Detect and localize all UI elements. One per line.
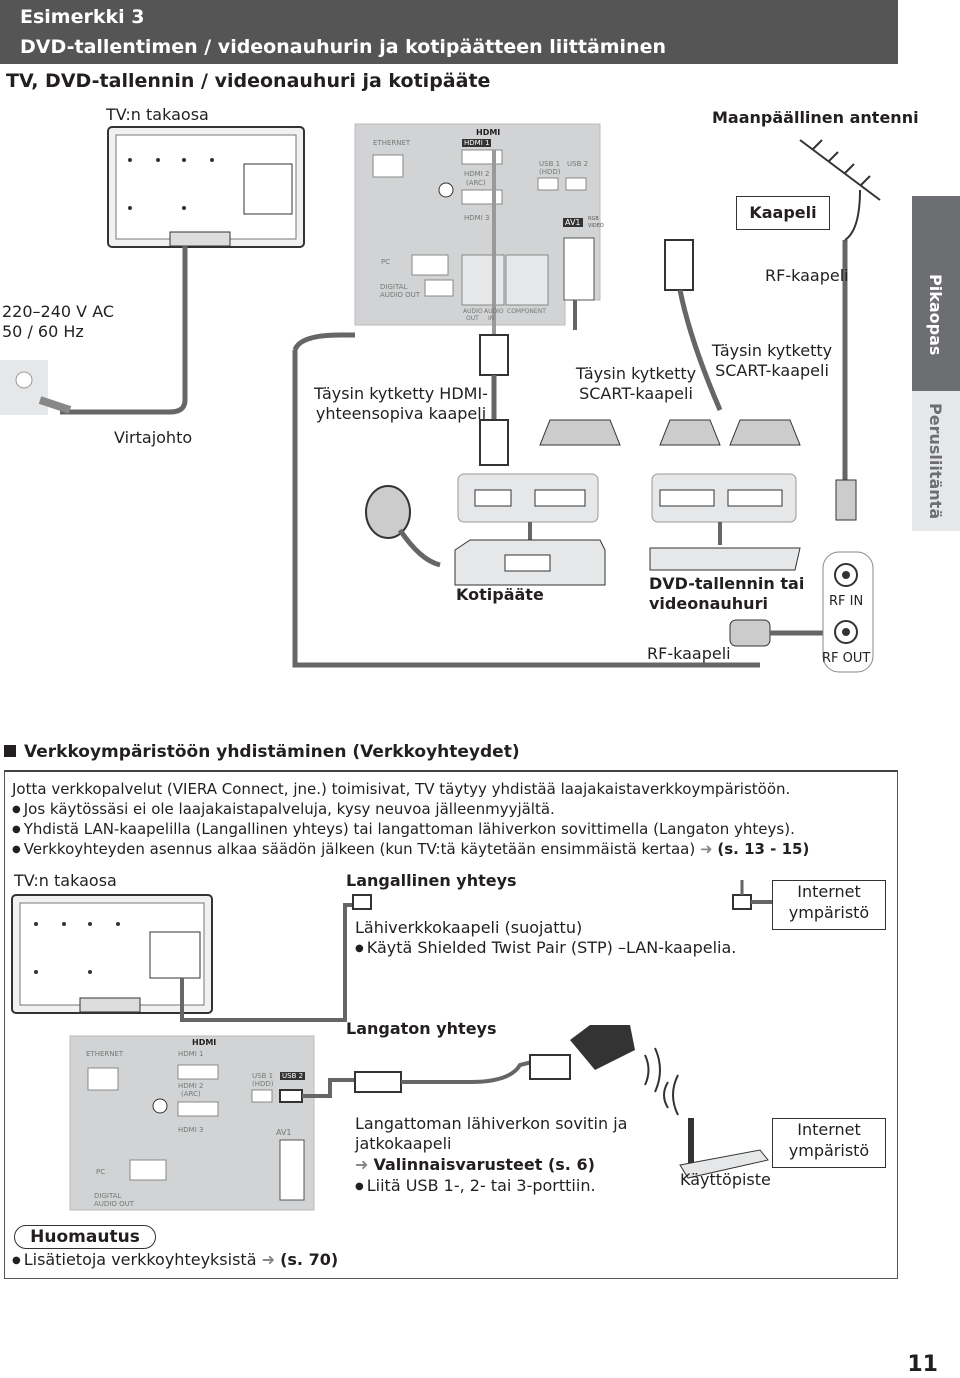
network-bullet-1: Jos käytössäsi ei ole laajakaistapalvelu… [12,799,555,820]
panel-audio-in-1: AUDIO [484,308,504,315]
internet-wireless-line1: Internet [797,1120,861,1139]
network-section-box [4,770,898,1279]
net-panel-hdd: (HDD) [252,1080,274,1088]
panel-hdmi3: HDMI 3 [464,214,490,222]
panel-hdmi-logo: HDMI [476,128,501,137]
tab-perusliitanta-label: Perusliitäntä [926,403,945,520]
network-bullet-3-row: Verkkoyhteyden asennus alkaa säädön jälk… [12,839,809,860]
panel-hdd: (HDD) [539,168,561,176]
rf-out-label: RF OUT [822,651,871,666]
net-panel-hdmi2: HDMI 2 [178,1082,204,1090]
scart-cable-a-label-1: Täysin kytketty [575,364,697,383]
net-panel-digital-2: AUDIO OUT [94,1200,135,1208]
adapter-label-1: Langattoman lähiverkon sovitin ja [355,1114,628,1133]
note-row: Lisätietoja verkkoyhteyksistä ➜ (s. 70) [12,1250,338,1271]
panel-usb2: USB 2 [567,160,589,168]
page-subtitle: TV, DVD-tallennin / videonauhuri ja koti… [6,70,491,92]
section-square-icon [4,745,16,757]
network-section-title: Verkkoympäristöön yhdistäminen (Verkkoyh… [4,742,520,762]
scart-cable-b-label-2: SCART-kaapeli [715,361,829,380]
rf-in-label: RF IN [829,594,864,609]
internet-box-wireless: Internet ympäristö [772,1118,886,1168]
optional-row: ➜ Valinnaisvarusteet (s. 6) [355,1155,595,1175]
scart-cable-a-label-2: SCART-kaapeli [579,384,693,403]
dvd-recorder-label-2: videonauhuri [649,594,768,613]
wireless-title: Langaton yhteys [346,1019,497,1038]
net-panel-ethernet: ETHERNET [86,1050,124,1058]
antenna-illustration [799,139,881,241]
header-example: Esimerkki 3 [20,6,145,28]
net-panel-usb2: USB 2 [280,1072,306,1080]
net-panel-arc: (ARC) [181,1090,201,1098]
optional-accessories-link[interactable]: Valinnaisvarusteet (s. 6) [373,1155,595,1174]
note-ref-link[interactable]: (s. 70) [280,1250,339,1269]
header-title: DVD-tallentimen / videonauhurin ja kotip… [20,36,667,58]
net-panel-usb1: USB 1 [252,1072,274,1080]
internet-wired-line1: Internet [797,882,861,901]
panel-ethernet: ETHERNET [373,139,411,147]
kaapeli-label: Kaapeli [736,196,830,230]
panel-usb1: USB 1 [539,160,561,168]
panel-digital-audio-1: DIGITAL [380,283,408,291]
net-panel-hdmi-logo: HDMI [192,1038,217,1047]
power-cord-label: Virtajohto [114,428,193,447]
tab-pikaopas-label: Pikaopas [926,274,945,356]
connection-diagram [0,123,881,673]
power-spec-frequency: 50 / 60 Hz [2,322,84,341]
net-panel-hdmi3: HDMI 3 [178,1126,204,1134]
set-top-box-label: Kotipääte [456,585,544,604]
panel-audio-out-2: OUT [466,315,479,322]
scart-cable-b-label-1: Täysin kytketty [711,341,833,360]
network-title-text: Verkkoympäristöön yhdistäminen (Verkkoyh… [24,742,520,762]
panel-digital-audio-2: AUDIO OUT [380,291,421,299]
section-header: Esimerkki 3 DVD-tallentimen / videonauhu… [0,0,898,64]
tab-perusliitanta[interactable]: Perusliitäntä [912,391,960,531]
network-intro: Jotta verkkopalvelut (VIERA Connect, jne… [12,780,791,798]
hdmi-cable-label-1: Täysin kytketty HDMI- [314,384,488,403]
panel-audio-out-1: AUDIO [463,308,483,315]
tv-back-illustration [107,126,305,248]
page-number: 11 [907,1352,938,1377]
network-bullet-3-ref[interactable]: (s. 13 - 15) [717,840,810,858]
internet-wireless-line2: ympäristö [788,1141,870,1160]
access-point-label: Käyttöpiste [680,1170,771,1189]
hdmi-cable-label-2: yhteensopiva kaapeli [315,404,487,423]
note-title: Huomautus [14,1225,156,1249]
usb-bullet: Liitä USB 1-, 2- tai 3-porttiin. [355,1176,596,1197]
network-tv-back-label: TV:n takaosa [14,871,117,890]
dvd-recorder-label-1: DVD-tallennin tai [649,574,805,593]
panel-audio-in-2: IN [488,315,495,322]
panel-arc: (ARC) [466,179,486,187]
ref-arrow-icon: ➜ [261,1250,275,1269]
net-panel-digital-1: DIGITAL [94,1192,122,1200]
ref-arrow-icon: ➜ [700,840,713,858]
panel-rgb: RGB [588,216,599,222]
network-diagram [11,880,772,1211]
panel-av1: AV1 [563,218,583,227]
panel-component: COMPONENT [507,308,546,315]
ref-arrow-icon: ➜ [355,1155,369,1174]
power-spec-voltage: 220–240 V AC [2,302,115,321]
net-panel-av1: AV1 [276,1128,292,1137]
tab-pikaopas[interactable]: Pikaopas [912,196,960,391]
tv-back-label: TV:n takaosa [106,105,209,124]
antenna-label: Maanpäällinen antenni [712,108,919,127]
panel-hdmi2: HDMI 2 [464,170,490,178]
wired-title: Langallinen yhteys [346,871,517,890]
rf-cable-bottom: RF-kaapeli [647,644,731,663]
adapter-label-2: jatkokaapeli [355,1134,452,1153]
network-bullet-2: Yhdistä LAN-kaapelilla (Langallinen yhte… [12,819,795,840]
lan-cable-label: Lähiverkkokaapeli (suojattu) [355,918,583,937]
network-bullet-3: Verkkoyhteyden asennus alkaa säädön jälk… [12,840,695,858]
panel-pc: PC [381,258,391,266]
panel-hdmi1: HDMI 1 [462,139,492,147]
lan-cable-bullet: Käytä Shielded Twist Pair (STP) –LAN-kaa… [355,938,737,959]
panel-video: VIDEO [588,223,604,229]
internet-box-wired: Internet ympäristö [772,880,886,930]
note-bullet: Lisätietoja verkkoyhteyksistä [12,1250,257,1269]
rf-cable-top: RF-kaapeli [765,266,849,285]
net-panel-hdmi1: HDMI 1 [178,1050,204,1058]
net-panel-pc: PC [96,1168,106,1176]
internet-wired-line2: ympäristö [788,903,870,922]
